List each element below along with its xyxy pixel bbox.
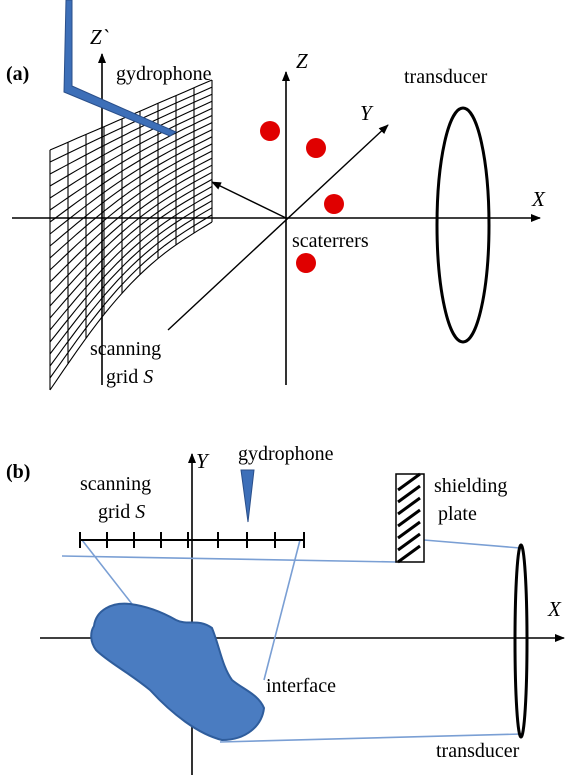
transducer-b	[513, 543, 529, 739]
hydrophone-a-label: gydrophone	[116, 63, 212, 85]
grid-row-line	[49, 93, 213, 175]
hatch-stroke	[397, 520, 421, 540]
grid-row-line	[49, 143, 213, 259]
shielding-plate-hatch	[397, 472, 421, 564]
scanning-grid-b-label-line1: scanning	[80, 473, 151, 495]
grid-row-line	[49, 115, 213, 211]
grid-row-line	[49, 100, 213, 187]
grid-row-line	[49, 171, 213, 307]
grid-row-line	[49, 86, 213, 163]
grid-row-line	[49, 122, 213, 223]
hatch-stroke	[397, 508, 421, 528]
y-axis	[167, 124, 389, 331]
grid-right-projection	[263, 539, 301, 681]
panel-b: (b) Y X scanning grid S gydrophone shiel…	[6, 443, 565, 775]
grid-left-projection	[81, 539, 133, 605]
shielding-plate-label-line2: plate	[438, 503, 477, 525]
hatch-stroke	[397, 544, 421, 564]
grid-row-line	[49, 136, 213, 247]
origin-to-grid-arrow	[211, 181, 287, 219]
grid-row-line	[49, 214, 213, 379]
scatterer	[306, 138, 326, 158]
hatch-stroke	[397, 484, 421, 504]
grid-row-line	[49, 200, 213, 355]
x-axis-b-label: X	[547, 597, 562, 621]
scanning-grid-ticks	[79, 532, 305, 548]
hatch-stroke	[397, 496, 421, 516]
interface-label: interface	[266, 675, 336, 697]
scatterer	[324, 194, 344, 214]
grid-row-line	[49, 221, 213, 391]
z-prime-axis-label: Z`	[90, 25, 109, 49]
scanning-grid-b	[79, 532, 305, 548]
y-axis-b-label: Y	[196, 449, 210, 473]
scatterers-label: scaterrers	[292, 230, 369, 252]
transducer-top-ray	[423, 539, 521, 549]
grid-row-line	[49, 186, 213, 331]
grid-row-line	[49, 164, 213, 295]
scanning-grid-a-label-line1: scanning	[90, 338, 161, 360]
y-axis-label: Y	[360, 101, 374, 125]
hydrophone-b-label: gydrophone	[238, 443, 334, 465]
shielding-plate-label-line1: shielding	[434, 475, 507, 497]
scanning-grid-a-label-line2: grid S	[106, 366, 153, 388]
panel-b-label: (b)	[6, 461, 30, 483]
transducer-a-label: transducer	[404, 66, 488, 88]
grid-row-line	[49, 157, 213, 283]
interface-region	[90, 602, 266, 742]
beam-lines	[61, 539, 523, 743]
hatch-stroke	[397, 532, 421, 552]
z-axis-label: Z	[296, 49, 308, 73]
hydrophone-b	[240, 469, 255, 523]
panel-a-label: (a)	[6, 63, 29, 85]
transducer-a	[435, 106, 491, 344]
hydrophone-a	[63, 0, 178, 137]
transducer-b-label: transducer	[436, 740, 520, 762]
x-axis-label: X	[531, 187, 546, 211]
grid-row-line	[49, 207, 213, 367]
grid-row-line	[49, 129, 213, 235]
scatterer	[296, 253, 316, 273]
grid-row-line	[49, 150, 213, 271]
lower-beam-boundary	[219, 733, 523, 743]
grid-row-line	[49, 107, 213, 199]
scatterer	[260, 121, 280, 141]
panel-a: (a) Z` Z X Y gydrophone scaterrers trans…	[6, 0, 546, 391]
upper-beam-boundary	[61, 555, 397, 563]
scanning-grid-b-label-line2: grid S	[98, 501, 145, 523]
hatch-stroke	[397, 472, 421, 492]
grid-row-line	[49, 178, 213, 319]
grid-row-line	[49, 193, 213, 343]
